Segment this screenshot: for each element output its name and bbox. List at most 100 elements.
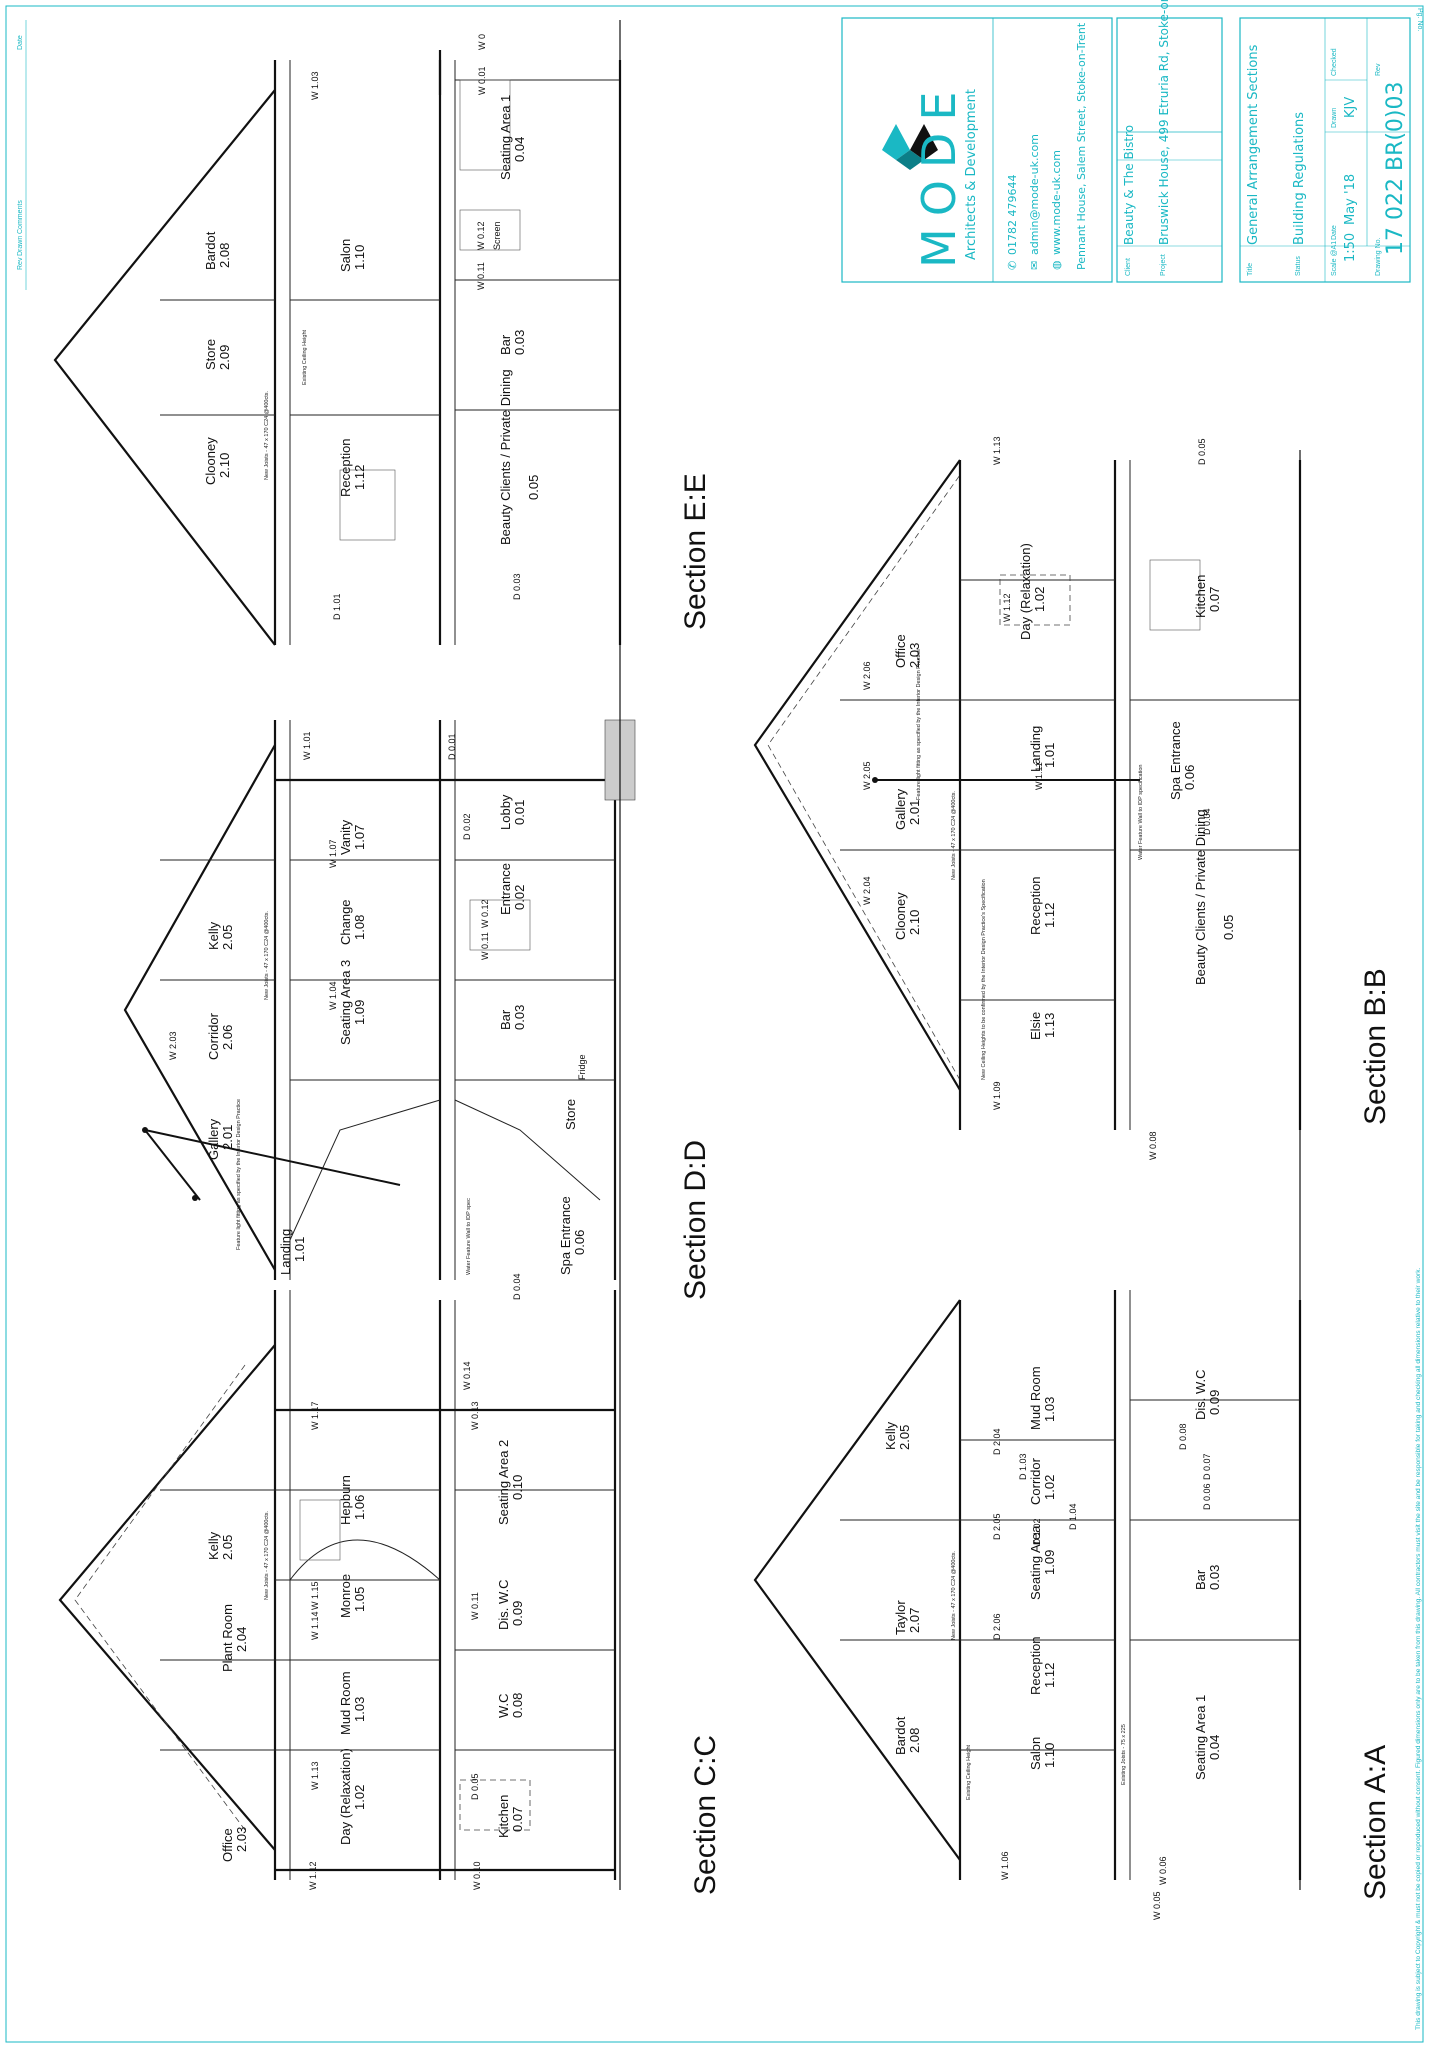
rev-header-comments: Comments (17, 200, 24, 234)
status-label: Status (1295, 256, 1302, 276)
dd-room-landing: Landing (278, 1229, 293, 1275)
cc-room-kitchen-no: 0.07 (510, 1807, 525, 1832)
date-label: Date (1331, 225, 1338, 240)
dd-room-kelly: Kelly (206, 921, 221, 950)
cc-tag-w014: W 0.14 (462, 1361, 472, 1390)
drawn-label: Drawn (1331, 108, 1338, 128)
dd-room-seating3: Seating Area 3 (338, 960, 353, 1045)
aa-tag-d008: D 0.08 (1178, 1423, 1188, 1450)
aa-room-seating1-no: 0.04 (1207, 1735, 1222, 1760)
aa-tag-w005: W 0.05 (1152, 1891, 1162, 1920)
aa-room-bardot-no: 2.08 (907, 1728, 922, 1753)
drawing-title: General Arrangement Sections (1246, 44, 1261, 245)
cc-room-mudroom: Mud Room (338, 1671, 353, 1735)
aa-room-kelly: Kelly (883, 1421, 898, 1450)
dd-room-entrance-no: 0.02 (512, 885, 527, 910)
cc-tag-w113: W 1.13 (310, 1761, 320, 1790)
client-value: Beauty & The Bistro (1122, 125, 1136, 245)
aa-tag-d103: D 1.03 (1018, 1453, 1028, 1480)
bb-room-reception: Reception (1028, 876, 1043, 935)
aa-room-seating1: Seating Area 1 (1193, 1695, 1208, 1780)
aa-tag-d206: D 2.06 (992, 1613, 1002, 1640)
ee-tag-screen: Screen (492, 221, 502, 250)
ee-room-store-no: 2.09 (217, 345, 232, 370)
cc-room-office: Office (220, 1828, 235, 1862)
section-bb-title: Section B:B (1359, 968, 1392, 1125)
aa-ceiling-note: Existing Ceiling Height (966, 1745, 972, 1800)
dd-tag-d002: D 0.02 (462, 813, 472, 840)
bb-room-gallery-no: 2.01 (907, 800, 922, 825)
client-label: Client (1125, 258, 1132, 276)
dd-tag-w101: W 1.01 (302, 731, 312, 760)
cc-room-hepburn: Hepburn (338, 1475, 353, 1525)
aa-tag-w006: W 0.06 (1158, 1856, 1168, 1885)
section-cc-title: Section C:C (689, 1735, 722, 1895)
dd-room-vanity: Vanity (338, 819, 353, 855)
email-address: admin@mode-uk.com (1028, 134, 1041, 255)
drawing-no-label: Drawing No. (1375, 237, 1382, 276)
aa-existing-joists: Existing Joists - 75 x 225 (1121, 1724, 1127, 1785)
office-address: Pennant House, Salem Street, Stoke-on-Tr… (1075, 22, 1088, 270)
email-icon: ✉ (1029, 261, 1041, 270)
cc-room-seating2-no: 0.10 (510, 1475, 525, 1500)
scale-value: 1:50 (1343, 233, 1358, 262)
section-dd-title: Section D:D (679, 1140, 712, 1300)
bb-room-spa: Spa Entrance (1168, 721, 1183, 800)
dd-room-spa: Spa Entrance (558, 1196, 573, 1275)
dd-room-store: Store (563, 1099, 578, 1130)
bb-room-kitchen-no: 0.07 (1207, 587, 1222, 612)
ee-tag-w011: W 0.11 (476, 262, 486, 290)
dd-water-feature: Water Feature Wall to IDP spec (466, 1198, 472, 1275)
aa-room-bar: Bar (1193, 1569, 1208, 1590)
bb-room-clooney: Clooney (893, 892, 908, 940)
bb-tag-w113: W 1.13 (992, 436, 1002, 465)
dd-room-bar-no: 0.03 (512, 1005, 527, 1030)
bb-room-spa-no: 0.06 (1182, 765, 1197, 790)
dd-joist-note: New Joists - 47 x 170 C24 @400cts. (264, 910, 270, 1000)
ee-room-bar-no: 0.03 (512, 330, 527, 355)
ee-room-bardot: Bardot (203, 231, 218, 270)
bb-room-reception-no: 1.12 (1042, 903, 1057, 928)
bb-room-kitchen: Kitchen (1193, 575, 1208, 618)
cc-room-wc: W.C (496, 1693, 511, 1718)
tagline: Architects & Development (964, 89, 979, 260)
rev-header-rev: Rev (17, 257, 24, 270)
ee-room-bar: Bar (498, 334, 513, 355)
bb-tag-w112: W 1.12 (1002, 593, 1012, 622)
aa-room-salon-no: 1.10 (1042, 1743, 1057, 1768)
aa-room-corridor: Corridor (1028, 1457, 1043, 1505)
rev-label: Rev (1375, 63, 1382, 76)
cc-room-hepburn-no: 1.06 (352, 1495, 367, 1520)
aa-room-corridor-no: 1.02 (1042, 1475, 1057, 1500)
bb-tag-w008: W 0.08 (1148, 1131, 1158, 1160)
section-aa: Bardot 2.08 Taylor 2.07 Kelly 2.05 Salon… (753, 1290, 1392, 1920)
aa-room-mudroom: Mud Room (1028, 1366, 1043, 1430)
ee-tag-d003: D 0.03 (512, 573, 522, 600)
cc-room-diswc-no: 0.09 (510, 1601, 525, 1626)
bb-room-day: Day (Relaxation) (1018, 543, 1033, 640)
bb-tag-w206: W 2.06 (862, 661, 872, 690)
aa-room-seating-no: 1.09 (1042, 1550, 1057, 1575)
dd-room-corridor: Corridor (206, 1012, 221, 1060)
ee-tag-w103: W 1.03 (310, 71, 320, 100)
cc-tag-w112: W 1.12 (308, 1861, 318, 1890)
copyright-disclaimer: This drawing is subject to Copyright & m… (1415, 1268, 1422, 2030)
ee-room-seating1-no: 0.04 (512, 137, 527, 162)
title-block: MODE Architects & Development 01782 4796… (841, 0, 1411, 283)
dd-room-lobby-no: 0.01 (512, 800, 527, 825)
cc-tag-w010: W 0.10 (472, 1861, 482, 1890)
bb-tag-w109: W 1.09 (992, 1081, 1002, 1110)
aa-tag-d204: D 2.04 (992, 1428, 1002, 1455)
dd-room-gallery: Gallery (206, 1118, 221, 1160)
date-value: May '18 (1343, 174, 1358, 225)
aa-tag-d104: D 1.04 (1068, 1503, 1078, 1530)
bb-room-clooney-no: 2.10 (907, 910, 922, 935)
ee-tag-w001: W 0.01 (477, 66, 487, 95)
bb-joist-note: New Joists - 47 x 170 C24 @400cts. (951, 790, 957, 880)
bb-tag-w111: W 1.11 (1034, 762, 1044, 790)
cc-room-plantroom: Plant Room (220, 1604, 235, 1672)
bb-tag-w205: W 2.05 (862, 761, 872, 790)
logo-wordmark: MODE (912, 80, 966, 268)
ee-tag-d101: D 1.01 (332, 593, 342, 620)
mode-logo-icon (882, 124, 938, 170)
